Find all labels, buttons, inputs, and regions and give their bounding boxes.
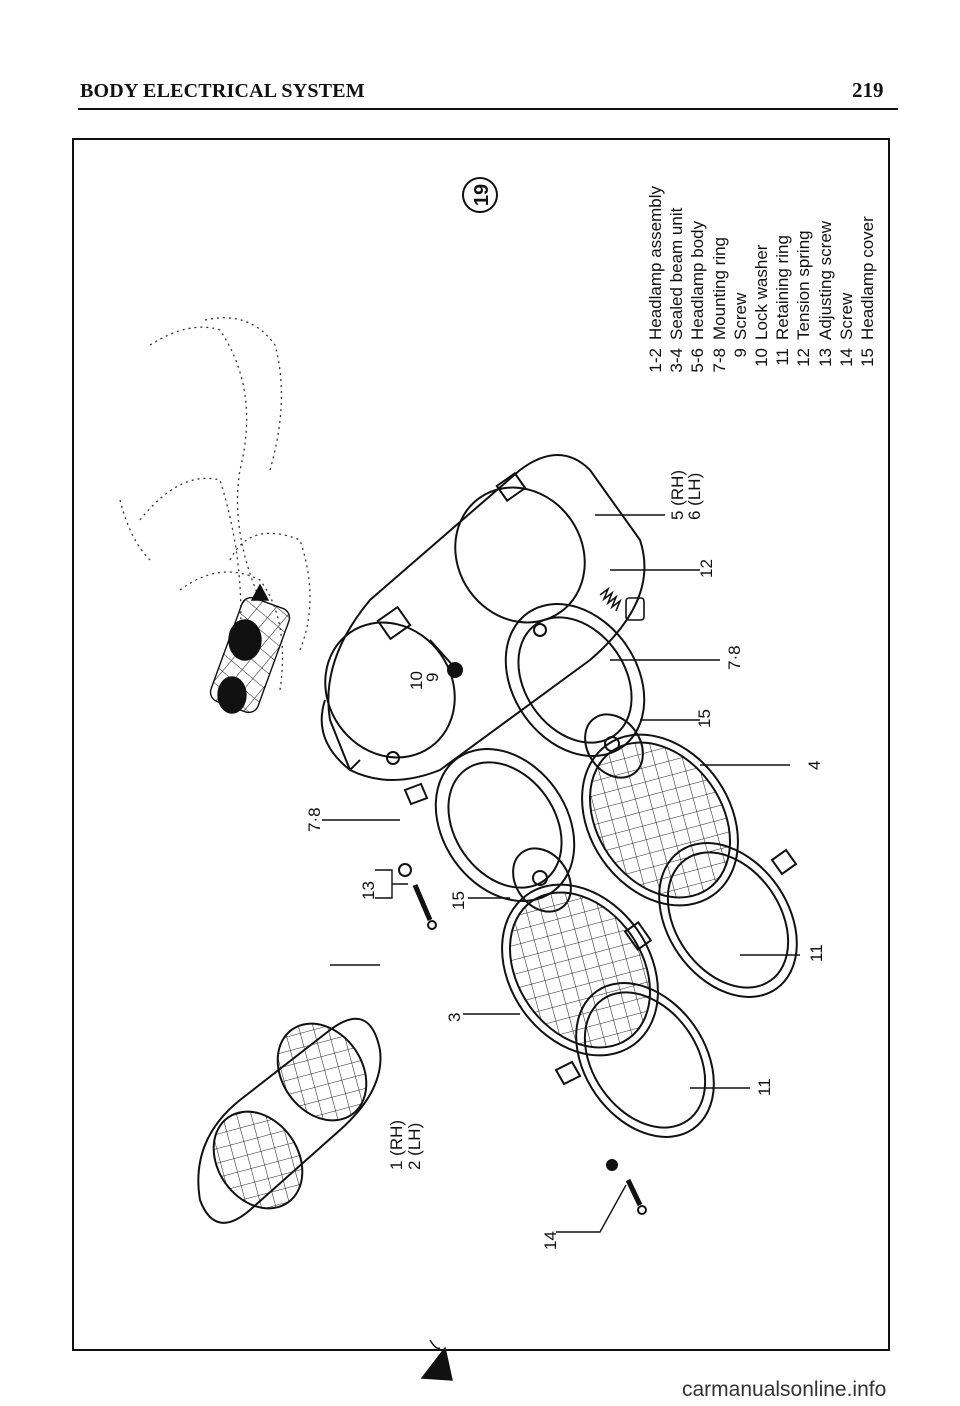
callout-3: 3 xyxy=(445,1013,464,1022)
vehicle-headlamp-location xyxy=(209,583,291,714)
retaining-ring-right xyxy=(658,842,798,998)
sealed-beam-unit-3 xyxy=(501,883,659,1057)
pointer-sketch xyxy=(420,1339,453,1381)
callout-7-8-left: 7·8 xyxy=(305,807,324,832)
callout-1: 1 (RH) xyxy=(387,1120,406,1170)
callout-12: 12 xyxy=(697,559,716,578)
leader-lines xyxy=(322,514,800,1233)
callout-2: 2 (LH) xyxy=(405,1123,424,1170)
screw-9 xyxy=(429,639,463,678)
figure-number-badge: 19 xyxy=(462,177,498,213)
callout-13: 13 xyxy=(359,881,378,900)
callout-4: 4 xyxy=(805,761,824,770)
mounting-ring-left xyxy=(403,747,576,903)
callout-14: 14 xyxy=(541,1231,560,1250)
page-header-title: BODY ELECTRICAL SYSTEM xyxy=(80,80,365,102)
header-rule xyxy=(78,108,898,110)
callout-7-8-right: 7·8 xyxy=(725,645,744,670)
callout-10: 10 xyxy=(407,671,426,690)
callout-11-right: 11 xyxy=(807,944,826,962)
figure-number: 19 xyxy=(471,184,493,206)
headlamp-assembly xyxy=(197,1017,382,1224)
retaining-ring-left xyxy=(554,982,715,1138)
vehicle-front-sketch xyxy=(119,317,311,691)
callout-6: 6 (LH) xyxy=(685,473,704,520)
figure-frame xyxy=(72,138,890,1351)
adjusting-screw xyxy=(398,863,437,930)
headlamp-body xyxy=(320,454,646,781)
screw-14 xyxy=(606,1159,647,1215)
callout-11-left: 11 xyxy=(755,1078,774,1096)
callout-15-right: 15 xyxy=(695,709,714,728)
callout-5: 5 (RH) xyxy=(668,470,687,520)
watermark: carmanualsonline.info xyxy=(682,1378,887,1401)
callout-15-left: 15 xyxy=(449,891,468,910)
page-number: 219 xyxy=(852,78,884,102)
sealed-beam-unit-4 xyxy=(581,733,739,907)
callout-9: 9 xyxy=(423,673,442,682)
tension-spring xyxy=(599,586,645,621)
